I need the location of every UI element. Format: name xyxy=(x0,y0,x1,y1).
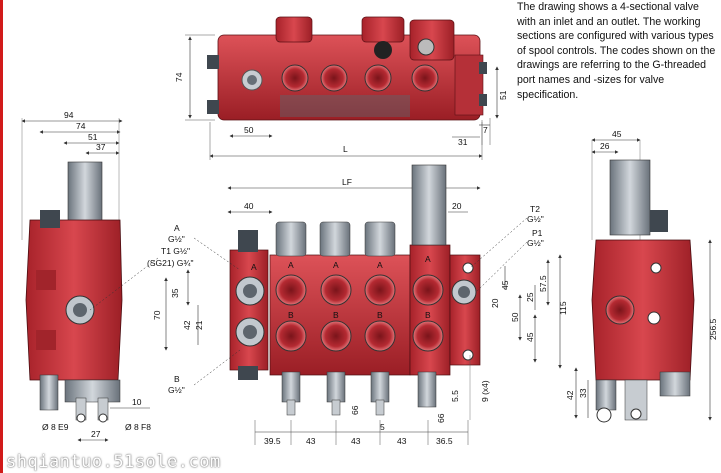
dim-top-7: 7 xyxy=(483,125,488,135)
dim-front-45b: 45 xyxy=(525,332,535,342)
dim-front-40: 40 xyxy=(244,201,254,211)
mark-b-2: B xyxy=(333,310,339,320)
mark-b-1: B xyxy=(288,310,294,320)
dim-right-45: 45 xyxy=(612,129,622,139)
dim-top-31: 31 xyxy=(458,137,468,147)
dim-front-35: 35 xyxy=(170,288,180,298)
dim-front-25: 25 xyxy=(525,292,535,302)
label-P1: P1 xyxy=(532,228,543,238)
dim-right-33: 33 xyxy=(578,388,588,398)
dim-front-70: 70 xyxy=(152,310,162,320)
dim-pitch-43a: 43 xyxy=(306,436,316,446)
label-T1: T1 G½" xyxy=(161,246,190,256)
right-view: 45 26 256.5 42 33 xyxy=(565,129,718,423)
dim-front-66a: 66 xyxy=(350,405,360,415)
label-T1-alt: (SG21) G¾" xyxy=(147,258,193,268)
left-view: 94 74 51 37 T1 G½" (SG21) G¾" xyxy=(21,110,193,442)
dim-front-20r: 20 xyxy=(490,298,500,308)
working-sections xyxy=(269,221,411,416)
dim-front-5-5: 5.5 xyxy=(450,390,460,402)
label-B-size: G½" xyxy=(168,385,185,395)
front-view: LF 40 20 xyxy=(152,164,568,446)
dim-left-94: 94 xyxy=(64,110,74,120)
watermark: shqiantuo.51sole.com xyxy=(6,452,221,472)
mark-b-3: B xyxy=(377,310,383,320)
dim-front-50: 50 xyxy=(510,312,520,322)
dim-left-74: 74 xyxy=(76,121,86,131)
mark-a-1: A xyxy=(288,260,294,270)
dim-front-66b: 66 xyxy=(436,413,446,423)
page-edge-accent xyxy=(0,0,3,473)
dim-front-45a: 45 xyxy=(500,280,510,290)
dim-top-51: 51 xyxy=(498,90,508,100)
dim-front-20: 20 xyxy=(452,201,462,211)
mark-a-inlet: A xyxy=(251,262,257,272)
mark-a-2: A xyxy=(333,260,339,270)
dim-left-27: 27 xyxy=(91,429,101,439)
mark-a-4: A xyxy=(425,254,431,264)
dim-front-57-5: 57.5 xyxy=(538,275,548,292)
dim-pitch-43c: 43 xyxy=(397,436,407,446)
dim-pitch-43b: 43 xyxy=(351,436,361,446)
label-dia-e9: Ø 8 E9 xyxy=(42,422,69,432)
label-A-size: G½" xyxy=(168,234,185,244)
dim-front-LF: LF xyxy=(342,177,352,187)
dim-front-115: 115 xyxy=(558,301,568,315)
dim-top-L: L xyxy=(343,144,348,154)
dim-top-74: 74 xyxy=(174,72,184,82)
dim-pitch-39-5: 39.5 xyxy=(264,436,281,446)
dim-pitch-36-5: 36.5 xyxy=(436,436,453,446)
mark-a-3: A xyxy=(377,260,383,270)
valve-description: The drawing shows a 4-sectional valve wi… xyxy=(517,1,716,101)
dim-top-50: 50 xyxy=(244,125,254,135)
top-view: 74 50 L 51 31 7 xyxy=(174,16,508,160)
mark-b-4: B xyxy=(425,310,431,320)
label-T2-size: G½" xyxy=(527,214,544,224)
dim-front-42: 42 xyxy=(182,320,192,330)
dim-left-10: 10 xyxy=(132,397,142,407)
dim-front-holes: 9 (x4) xyxy=(480,380,490,402)
dim-left-51: 51 xyxy=(88,132,98,142)
dim-front-21: 21 xyxy=(194,320,204,330)
label-P1-size: G½" xyxy=(527,238,544,248)
label-dia-f8: Ø 8 F8 xyxy=(125,422,151,432)
dim-right-42: 42 xyxy=(565,390,575,400)
label-B: B xyxy=(174,374,180,384)
label-T2: T2 xyxy=(530,204,540,214)
dim-front-5: 5 xyxy=(380,422,385,432)
dim-left-37: 37 xyxy=(96,142,106,152)
label-A: A xyxy=(174,223,180,233)
dim-right-26: 26 xyxy=(600,141,610,151)
dim-right-256-5: 256.5 xyxy=(708,318,718,340)
